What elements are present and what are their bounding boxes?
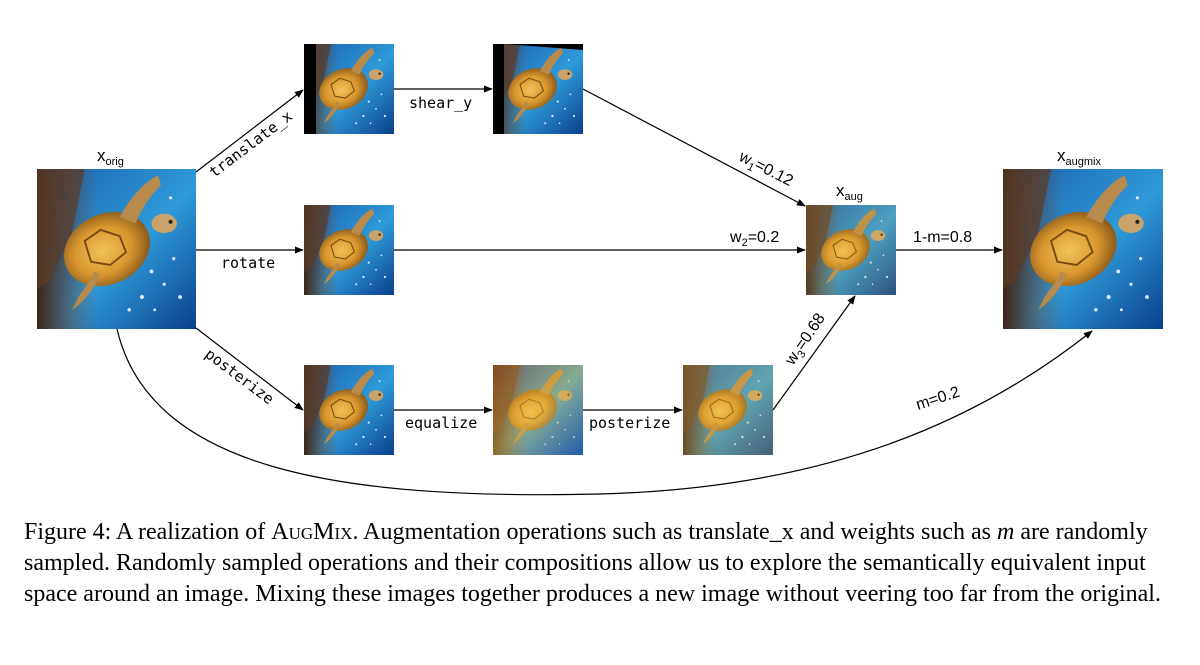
weight-w2: w2=0.2 xyxy=(729,229,779,249)
op-rotate: rotate xyxy=(221,254,275,272)
augmix-name: AugMix xyxy=(271,519,353,545)
op-posterize-2: posterize xyxy=(589,414,670,432)
weight-m: m=0.2 xyxy=(914,384,962,414)
image-shear-y xyxy=(493,44,583,134)
edge-posterize-to-aug xyxy=(772,295,856,411)
edge-orig-to-augmix xyxy=(116,328,1093,496)
label-x-aug: xaug xyxy=(836,181,863,203)
edge-orig-to-posterize xyxy=(195,327,304,411)
weight-one-minus-m: 1-m=0.8 xyxy=(913,229,972,246)
image-x-augmix xyxy=(1003,169,1163,329)
op-shear-y: shear_y xyxy=(409,94,472,112)
figure-caption: Figure 4: A realization of AugMix. Augme… xyxy=(24,519,1161,607)
label-x-orig: xorig xyxy=(97,146,124,168)
image-translate-x xyxy=(304,44,394,134)
edge-orig-to-translate xyxy=(195,89,304,173)
op-equalize: equalize xyxy=(405,414,477,432)
edge-shear-to-aug xyxy=(582,88,806,207)
label-x-augmix: xaugmix xyxy=(1057,146,1101,168)
math-m: m xyxy=(996,519,1015,545)
image-rotate xyxy=(304,205,394,295)
weight-w3: w3=0.68 xyxy=(782,310,832,370)
image-posterize-1 xyxy=(304,365,394,455)
weight-w1: w1=0.12 xyxy=(734,148,796,193)
image-equalize xyxy=(493,365,583,455)
image-orig xyxy=(37,169,196,329)
image-x-aug xyxy=(806,205,896,295)
op-translate-x: translate_x xyxy=(206,107,296,181)
op-posterize-1: posterize xyxy=(202,345,278,408)
augmix-diagram: xorig xaug xaugmix translate_x shear_y r… xyxy=(37,44,1163,496)
image-posterize-2 xyxy=(683,365,773,455)
